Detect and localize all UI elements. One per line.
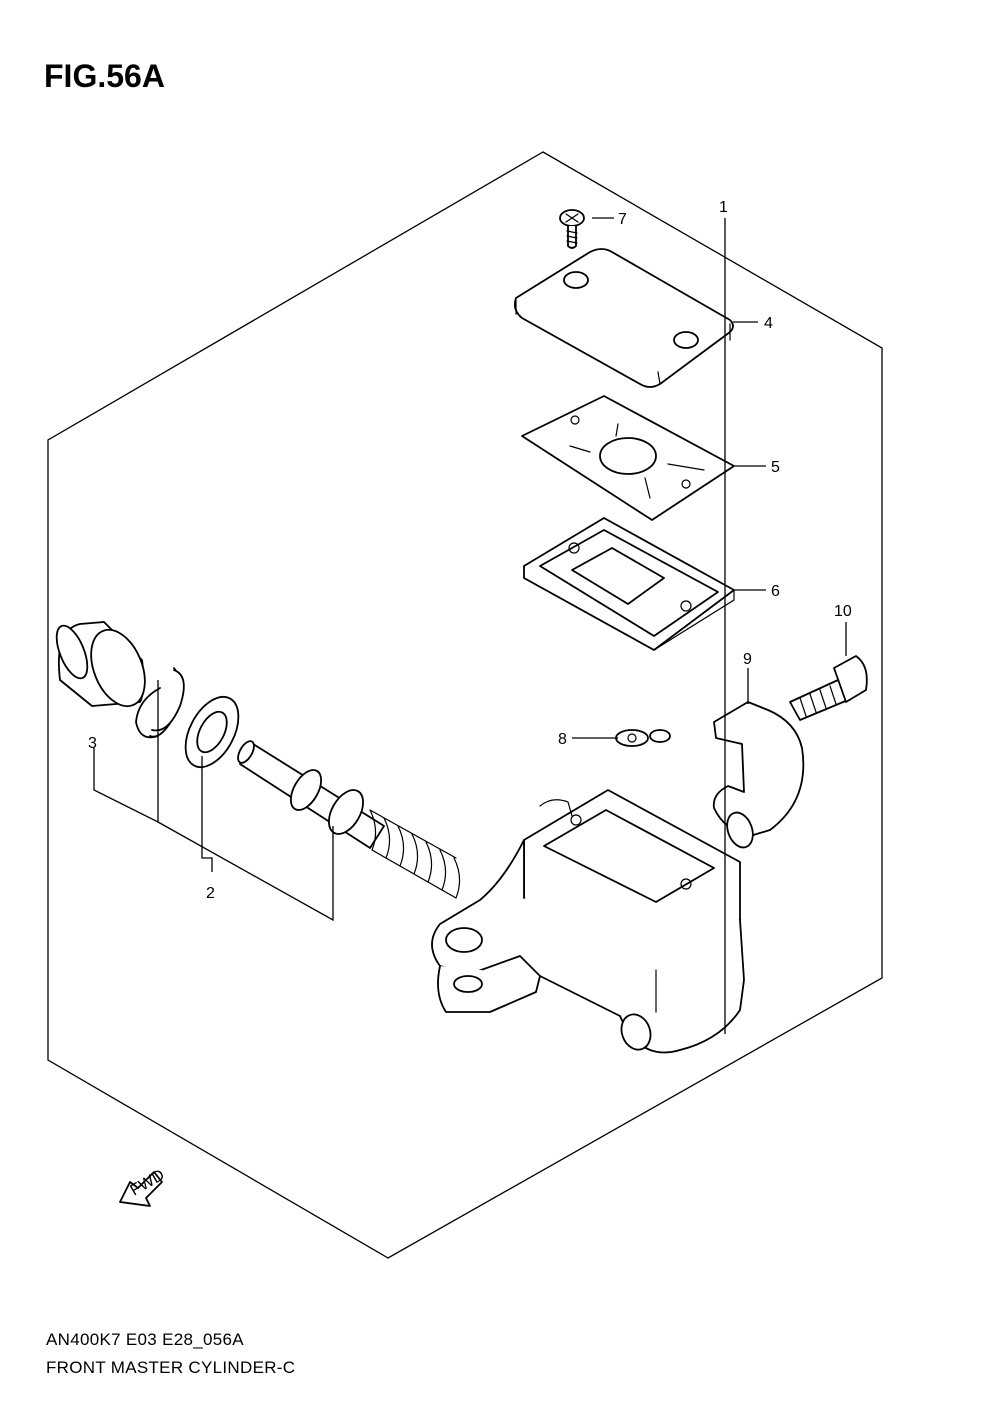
part-3-boot-cover	[55, 621, 146, 708]
callout-3: 3	[88, 735, 97, 752]
footer-part-name: FRONT MASTER CYLINDER-C	[46, 1358, 296, 1377]
part-4-reservoir-cap	[513, 248, 734, 388]
part-7-screw	[559, 209, 585, 249]
master-cylinder-body	[431, 789, 745, 1054]
leader-lines	[93, 217, 847, 1034]
callout-5: 5	[771, 459, 780, 476]
assembly-boundary	[47, 151, 883, 1259]
part-9-clamp	[712, 701, 805, 849]
part-8-wing-nut	[615, 729, 671, 747]
part-2-spring	[369, 809, 461, 899]
part-6-diaphragm	[523, 517, 735, 651]
part-washer	[184, 695, 240, 769]
part-snap-ring	[151, 669, 185, 732]
callout-9: 9	[743, 651, 752, 668]
callout-1: 1	[719, 199, 728, 216]
fwd-arrow: FWD	[119, 1167, 168, 1207]
part-2-piston	[237, 740, 385, 849]
callout-8: 8	[558, 731, 567, 748]
callout-4: 4	[764, 315, 773, 332]
part-10-bolt	[789, 655, 868, 721]
callout-7: 7	[618, 211, 627, 228]
figure-title: FIG.56A	[44, 58, 165, 94]
callout-10: 10	[834, 603, 852, 620]
footer-model-code: AN400K7 E03 E28_056A	[46, 1330, 244, 1349]
callout-6: 6	[771, 583, 780, 600]
part-5-diaphragm-plate	[521, 395, 735, 521]
callout-2: 2	[206, 885, 215, 902]
